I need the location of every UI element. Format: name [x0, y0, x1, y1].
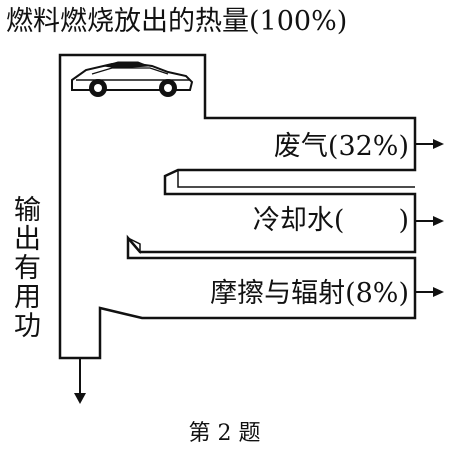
friction-arrow [415, 287, 444, 297]
useful-work-arrow [74, 358, 86, 404]
exhaust-label: 废气(32%) [273, 131, 409, 162]
car-icon [71, 61, 194, 97]
exhaust-lip [164, 168, 415, 188]
diagram-title: 燃料燃烧放出的热量(100%) [6, 6, 348, 37]
friction-radiation-label: 摩擦与辐射(8%) [210, 278, 409, 309]
cooling-arrow [415, 216, 444, 226]
figure-caption: 第 2 题 [188, 421, 261, 446]
main-energy-stream [58, 53, 417, 360]
cooling-water-label: 冷却水( ) [252, 205, 409, 236]
useful-work-label: 输出有用功 [9, 195, 40, 340]
cooling-lip [127, 237, 141, 255]
exhaust-arrow [415, 139, 444, 149]
